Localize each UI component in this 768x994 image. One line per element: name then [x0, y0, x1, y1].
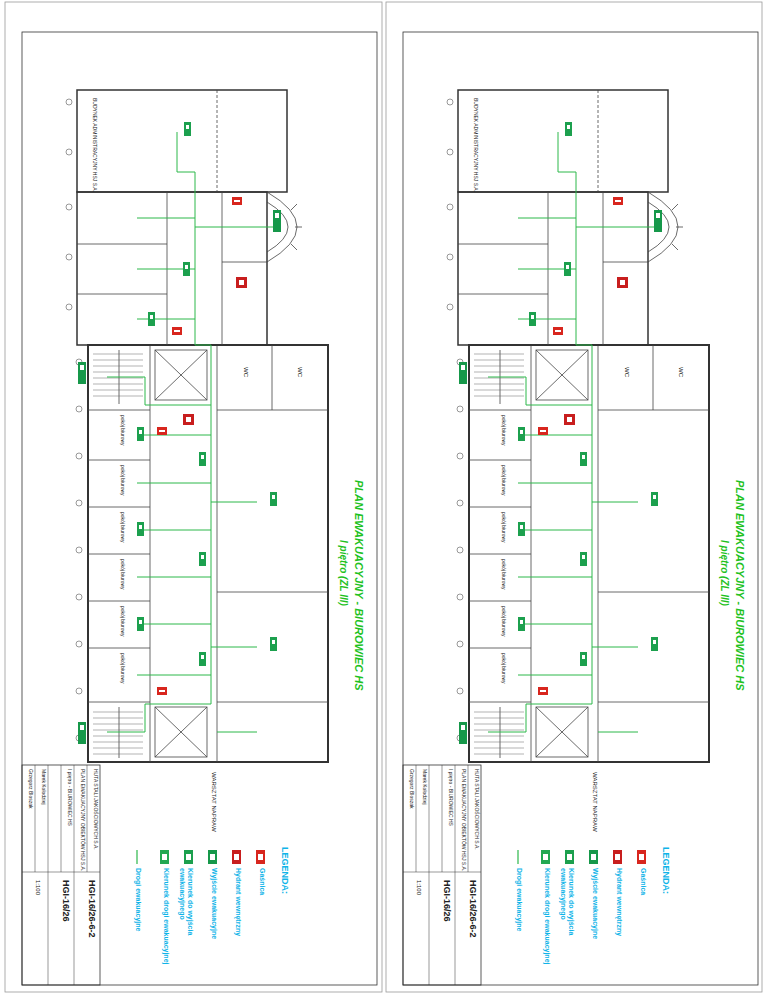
room-name: pokój biurowy: [501, 512, 507, 543]
swatch-symbol: [186, 854, 191, 860]
room-name: WC: [296, 367, 303, 377]
area-name: WARSZTAT NAPRAW: [210, 772, 217, 832]
plan-title: PLAN EWAKUACYJNY - BIUROWIEC HS: [734, 480, 746, 691]
swatch-symbol: [639, 854, 644, 860]
plan-panel: PLAN EWAKUACYJNY - BIUROWIEC HS I piętro …: [22, 32, 377, 985]
person-name: Marek Kołodziej: [422, 769, 428, 805]
building-name: BUDYNEK ADMINISTRACYJNY HSJ S.A.: [473, 98, 479, 192]
legend-swatch: [184, 850, 193, 864]
swatch-symbol: [210, 854, 215, 860]
legend-swatch: [256, 850, 265, 864]
person-name: Marek Kołodziej: [41, 769, 47, 805]
legend-heading: LEGENDA:: [279, 847, 289, 894]
company-name: HUTA STALI JAKOŚCIOWYCH S.A.: [93, 769, 99, 850]
legend-text: Drogi ewakuacyjne: [515, 868, 523, 978]
room-name: pokój biurowy: [501, 606, 507, 637]
swatch-symbol: [162, 854, 167, 860]
scale-text: 1:100: [34, 880, 41, 895]
legend-text: Kierunek drogi ewakuacyjnej: [162, 868, 170, 978]
legend-text: Kierunek do wyjścia ewakuacyjnego: [179, 868, 194, 978]
legend-text: Wyjście ewakuacyjne: [591, 868, 599, 978]
legend-swatch: [208, 850, 217, 864]
legend-swatch: [589, 850, 598, 864]
building-name: BUDYNEK ADMINISTRACYJNY HSJ S.A.: [92, 98, 98, 192]
drawing-number: HGI-16/26-6-2: [86, 880, 96, 938]
drawing-number: HGI-16/26: [60, 880, 70, 922]
legend-swatch: [232, 850, 241, 864]
room-name: pokój biurowy: [501, 653, 507, 684]
floor-subtitle: I piętro (ZL III): [719, 540, 730, 606]
room-name: pokój biurowy: [120, 512, 126, 543]
legend-text: Hydrant wewnętrzny: [234, 868, 242, 978]
room-name: pokój biurowy: [120, 415, 126, 446]
swatch-symbol: [258, 854, 263, 860]
legend-text: Gaśnica: [639, 868, 647, 978]
swatch-symbol: [615, 854, 620, 860]
room-name: WC: [242, 367, 249, 377]
legend-text: Drogi ewakuacyjne: [134, 868, 142, 978]
legend-swatch: [541, 850, 550, 864]
legend-text: Kierunek do wyjścia ewakuacyjnego: [560, 868, 575, 978]
legend-text: Kierunek drogi ewakuacyjnej: [543, 868, 551, 978]
legend-swatch: [613, 850, 622, 864]
floor-subtitle: I piętro (ZL III): [338, 540, 349, 606]
legend-heading: LEGENDA:: [660, 847, 670, 894]
legend-text: Wyjście ewakuacyjne: [210, 868, 218, 978]
person-name: Grzegorz Bloszak: [28, 769, 34, 808]
room-name: WC: [677, 367, 684, 377]
floor-name: I piętro - BIUROWIEC HS: [448, 769, 454, 826]
drawing-number: HGI-16/26: [441, 880, 451, 922]
room-name: pokój biurowy: [501, 559, 507, 590]
company-name: HUTA STALI JAKOŚCIOWYCH S.A.: [474, 769, 480, 850]
legend-swatch: [565, 850, 574, 864]
room-name: pokój biurowy: [501, 415, 507, 446]
area-name: WARSZTAT NAPRAW: [591, 772, 598, 832]
swatch-symbol: [567, 854, 572, 860]
room-name: pokój biurowy: [120, 653, 126, 684]
room-name: pokój biurowy: [120, 465, 126, 496]
swatch-symbol: [234, 854, 239, 860]
person-name: Grzegorz Bloszak: [409, 769, 415, 808]
scale-text: 1:100: [415, 880, 422, 895]
plan-name: PLAN EWAKUACYJNY OBIEKTÓW HSJ S.A.: [80, 769, 86, 871]
room-name: WC: [623, 367, 630, 377]
plan-title: PLAN EWAKUACYJNY - BIUROWIEC HS: [353, 480, 365, 691]
swatch-symbol: [543, 854, 548, 860]
room-name: pokój biurowy: [120, 559, 126, 590]
room-name: pokój biurowy: [120, 606, 126, 637]
plan-panel: PLAN EWAKUACYJNY - BIUROWIEC HS I piętro …: [403, 32, 758, 985]
legend-text: Hydrant wewnętrzny: [615, 868, 623, 978]
room-name: pokój biurowy: [501, 465, 507, 496]
legend-swatch: [637, 850, 646, 864]
swatch-symbol: [591, 854, 596, 860]
floor-name: I piętro - BIUROWIEC HS: [67, 769, 73, 826]
legend-swatch: [160, 850, 169, 864]
drawing-number: HGI-16/26-6-2: [467, 880, 477, 938]
legend-text: Gaśnica: [258, 868, 266, 978]
plan-name: PLAN EWAKUACYJNY OBIEKTÓW HSJ S.A.: [461, 769, 467, 871]
